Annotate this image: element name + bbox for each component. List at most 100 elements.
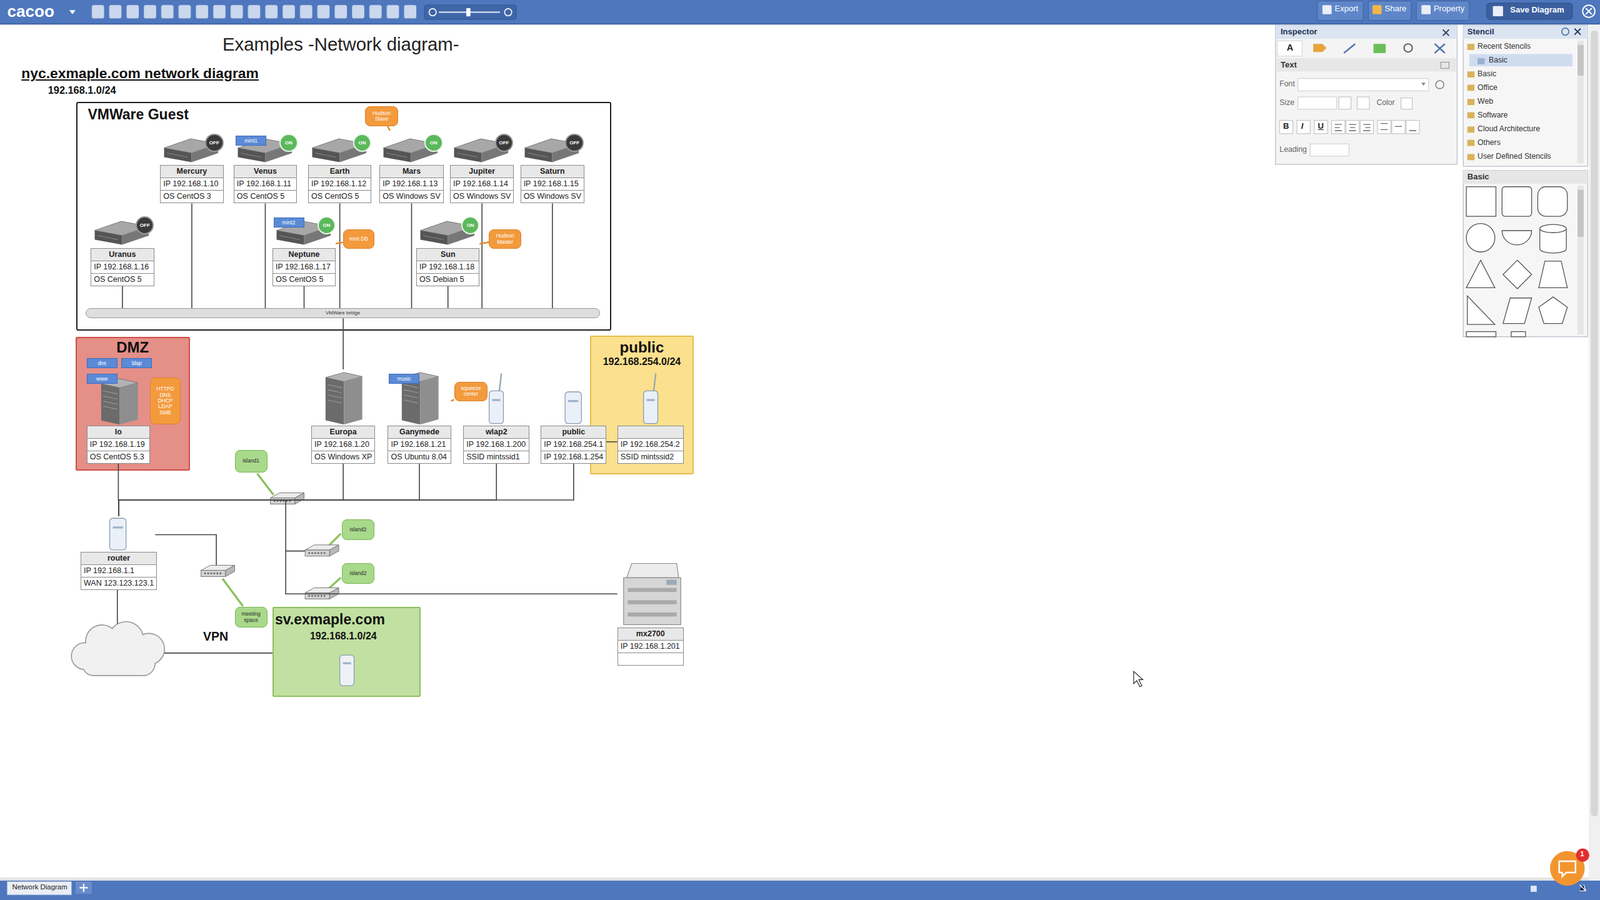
ui-label: B [1283,121,1289,131]
info-table: MarsIP 192.168.1.13OS Windows SV [379,165,444,204]
ui-label: 192.168.1.0/24 [48,84,117,97]
host-detail: IP 192.168.1.11 [234,178,297,191]
leader-line [222,578,244,607]
inspector-panel [1275,25,1458,165]
ui-label: cacoo [6,1,54,21]
host-detail: IP 192.168.1.1 [81,565,157,578]
tower-icon [420,376,439,425]
stencil-panel [1467,295,1495,325]
tag-label: mint1 [235,135,267,146]
network-cable [303,286,305,309]
info-table: EuropaIP 192.168.1.20OS Windows XP [311,425,375,464]
location-callout-text: island1 [242,458,260,464]
status-badge: ON [424,133,443,152]
top-toolbar [1416,1,1470,21]
access-point-icon [340,655,355,686]
label-box: Save Diagram [1510,5,1564,15]
diagram-title: Examples -Network diagram- [222,33,460,55]
inspector-panel [1314,120,1328,134]
label-box: Others [1477,138,1501,147]
zone-title: 192.168.1.0/24 [273,628,420,642]
network-cable [118,463,497,517]
leader-line [328,533,342,547]
stencil-panel [1540,224,1567,233]
host-detail: OS CentOS 3 [160,190,223,204]
status-badge: ON [461,216,480,235]
top-toolbar [429,8,437,16]
server-node: NeptuneIP 192.168.1.17OS CentOS 5mint2ON [272,213,336,287]
note-callout-text: squeeze center [456,385,486,398]
host-name: public [541,426,606,439]
network-cable [447,286,449,309]
access-point-icon [340,655,355,686]
host-detail: IP 192.168.1.15 [521,178,584,191]
stencil-panel [1467,98,1475,105]
inspector-panel [1345,120,1359,134]
network-cable [265,203,267,309]
ap-icon [646,398,655,401]
blank-row [618,653,684,666]
label-box: Recent Stencils [1477,41,1531,51]
printer-icon [627,587,677,592]
host-name: Saturn [521,165,584,179]
dev-icon [80,516,155,552]
host-name: Venus [234,165,297,179]
stencil-panel [1467,140,1475,147]
printer-icon [627,600,677,605]
host-detail: IP 192.168.1.16 [91,261,154,274]
inspector-panel [1404,43,1413,52]
host-name: Neptune [273,248,335,262]
stencil-panel [1463,170,1588,337]
status-badge: OFF [565,133,584,152]
ui-label: Font [1279,79,1295,89]
label-box: Inspector [1280,26,1318,37]
stencil-panel [1501,186,1532,217]
network-wire [116,587,119,627]
label-box: Web [1477,96,1494,106]
stencil-panel [1561,28,1569,35]
location-callout-text: meeting space [237,611,265,624]
host-name: Europa [311,426,375,439]
info-table: MercuryIP 192.168.1.10OS CentOS 3 [160,165,224,204]
note-callout: Hudson Slave [365,106,398,127]
host-name: Jupiter [450,165,514,179]
inspector-panel [1298,96,1337,110]
host-detail: SSID mintssid1 [463,451,529,464]
info-table: routerIP 192.168.1.1WAN 123.123.123.1 [80,551,157,590]
network-wire [285,550,307,552]
stencil-panel [1469,54,1573,67]
bottom-bar [6,881,72,895]
location-callout: island2 [341,519,375,540]
stencil-panel [1467,43,1475,50]
tower-icon [404,395,419,399]
host-detail: IP 192.168.1.200 [463,438,529,452]
ui-label: VPN [203,629,229,644]
inspector-panel [1373,43,1387,54]
zone-title: VMWare Guest [77,103,610,124]
inspector-panel [1296,120,1310,134]
stencil-panel [1501,230,1532,245]
leader-line [335,242,343,244]
tag-label-text: mint2 [282,219,296,226]
note-callout: mint DB [343,229,375,249]
bottom-bar [0,877,1600,900]
top-toolbar [1317,1,1364,21]
label-box: Basic [1477,69,1497,79]
host-name: Earth [308,165,371,179]
host-detail: IP 192.168.1.19 [87,438,150,452]
status-badge: OFF [135,216,154,235]
label-box: nyc.exmaple.com network diagram [21,65,259,82]
dev-icon [112,526,123,529]
bottom-bar [0,877,1589,881]
mouse-cursor [1133,671,1144,687]
host-detail: OS CentOS 5 [234,190,297,204]
top-toolbar [466,8,471,17]
note-callout: squeeze center [454,381,489,402]
host-detail: IP 192.168.1.201 [618,640,684,654]
tag-label-text: ldap [131,360,142,367]
status-badge: OFF [205,133,224,152]
bottom-bar [0,880,1600,900]
info-table: SaturnIP 192.168.1.15OS Windows SV [520,165,585,204]
location-callout: island2 [341,563,375,584]
inspector-panel [1279,120,1293,134]
